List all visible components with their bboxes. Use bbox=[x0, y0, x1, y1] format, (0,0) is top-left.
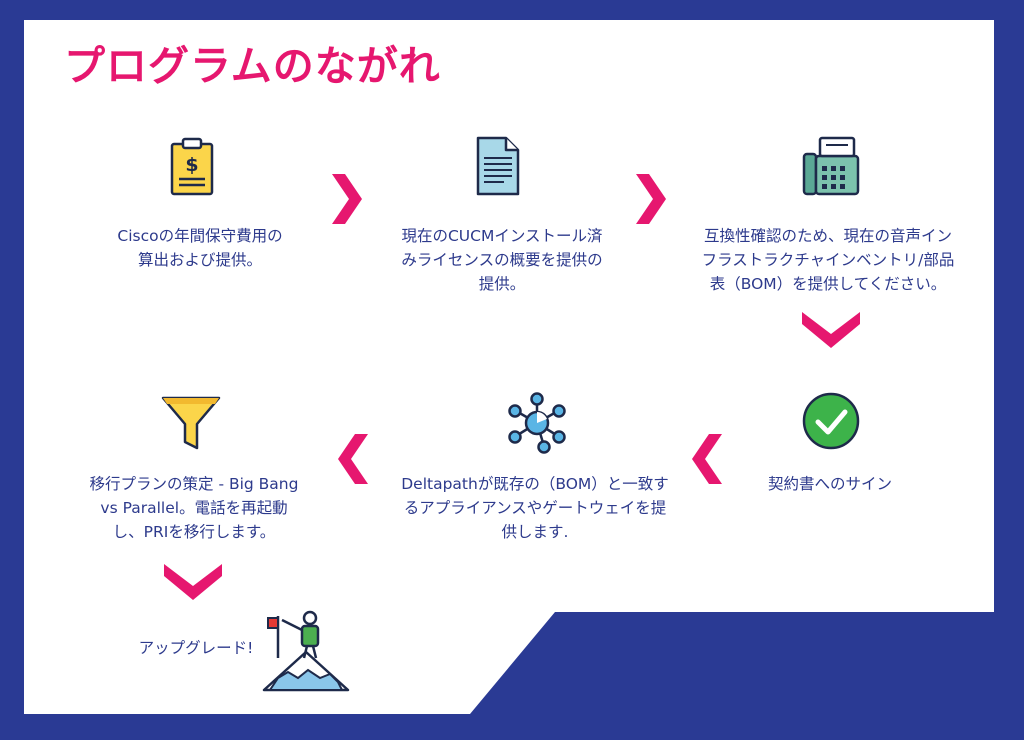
step-7-text: アップグレード! bbox=[138, 639, 254, 657]
step-1-text: Ciscoの年間保守費用の 算出および提供。 bbox=[117, 227, 283, 269]
step-5-text: Deltapathが既存の（BOM）と一致す るアプライアンスやゲートウェイを提… bbox=[401, 475, 669, 541]
mountain-summit-icon bbox=[262, 610, 350, 692]
chevron-left-icon bbox=[692, 434, 722, 484]
funnel-icon bbox=[161, 396, 221, 450]
network-hub-icon bbox=[508, 392, 566, 454]
step-6-text: 移行プランの策定 - Big Bang vs Parallel。電話を再起動 し… bbox=[89, 475, 299, 541]
svg-text:$: $ bbox=[185, 154, 198, 176]
chevron-down-icon bbox=[802, 312, 860, 348]
step-2-text: 現在のCUCMインストール済 みライセンスの概要を提供の 提供。 bbox=[401, 227, 603, 293]
invoice-clipboard-icon: $ bbox=[170, 137, 214, 196]
chevron-right-icon bbox=[636, 174, 666, 224]
page-title: プログラムのながれ bbox=[64, 42, 441, 90]
chevron-left-icon bbox=[338, 434, 368, 484]
checkmark-circle-icon bbox=[802, 392, 860, 450]
chevron-right-icon bbox=[332, 174, 362, 224]
document-icon bbox=[476, 136, 520, 196]
step-3-text: 互換性確認のため、現在の音声イン フラストラクチャインベントリ/部品 表（BOM… bbox=[701, 227, 955, 293]
step-4-text: 契約書へのサイン bbox=[767, 475, 892, 493]
chevron-down-icon bbox=[164, 564, 222, 600]
desk-phone-icon bbox=[802, 136, 860, 196]
